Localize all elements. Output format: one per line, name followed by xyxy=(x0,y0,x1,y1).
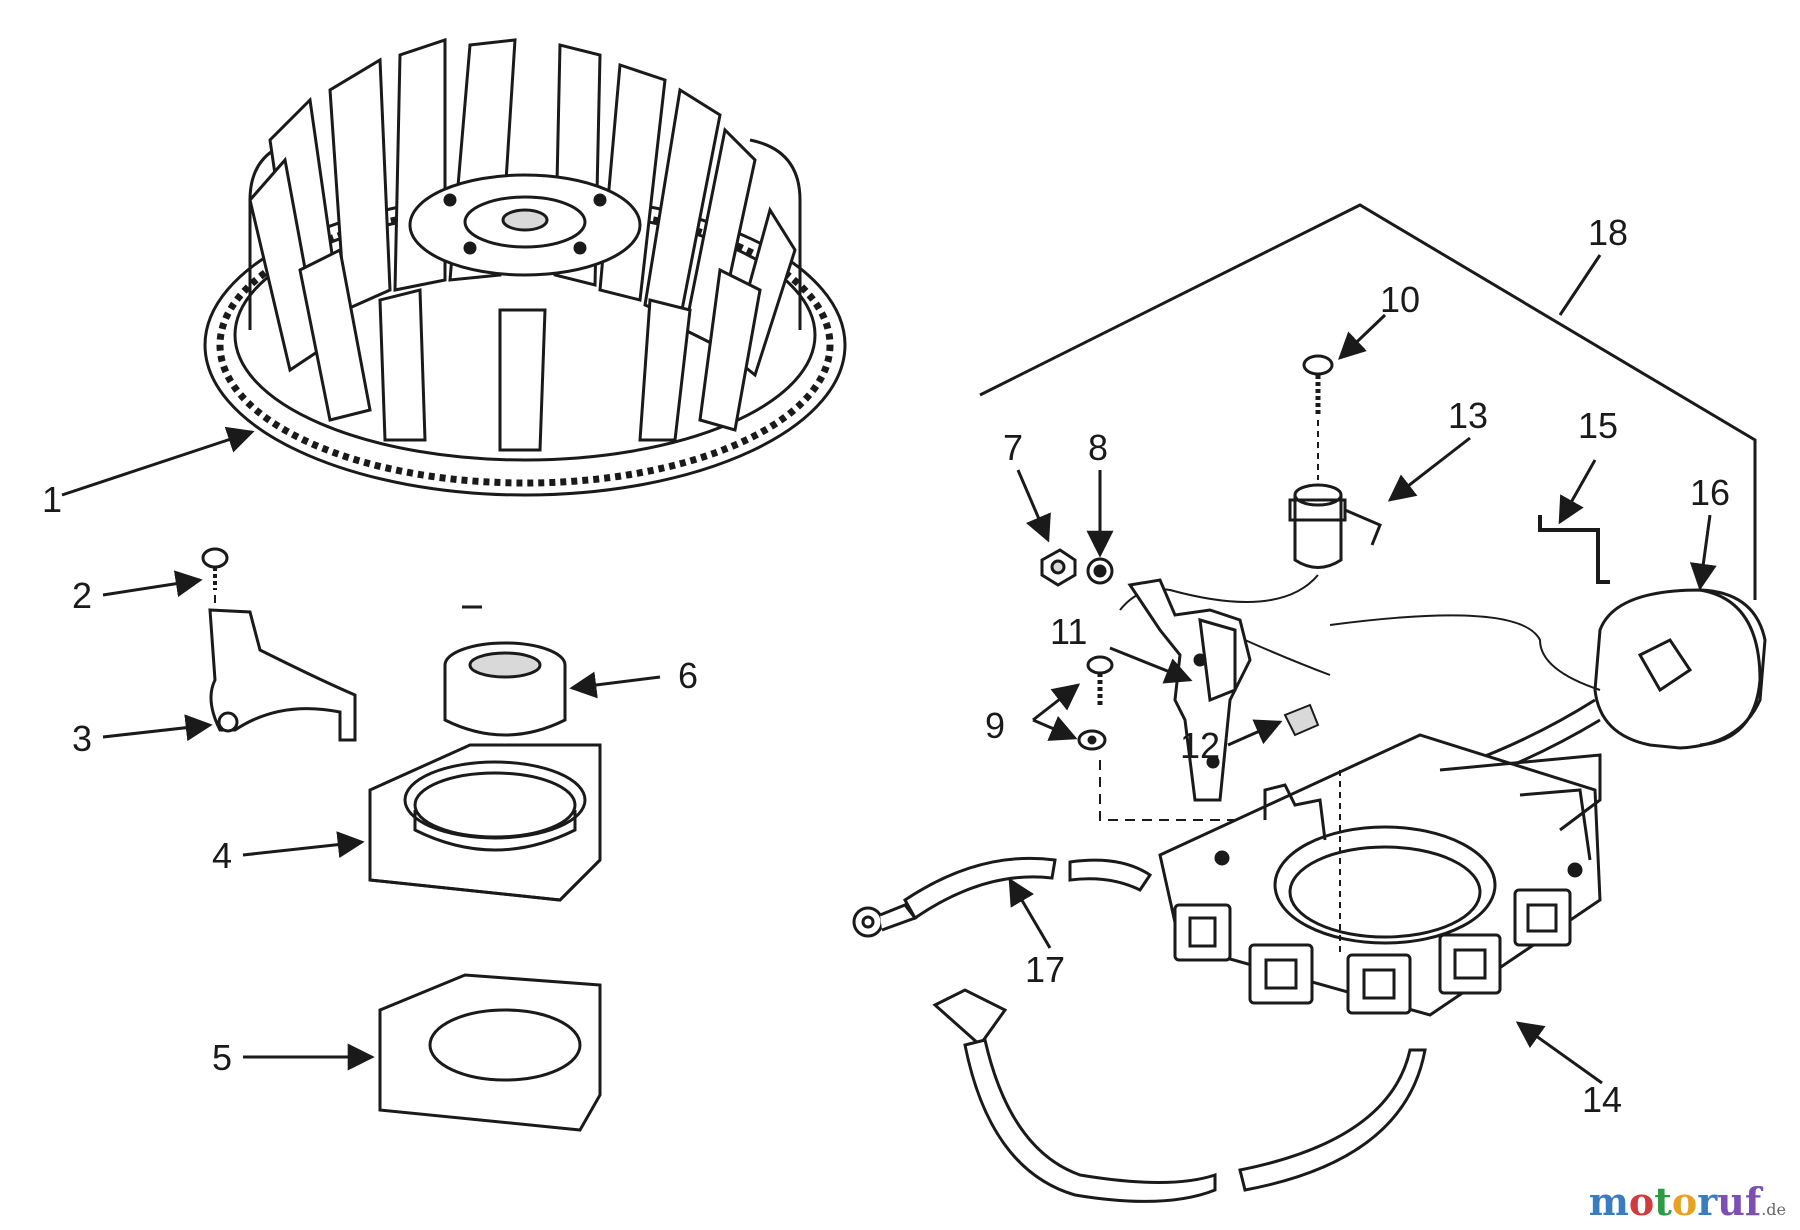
points-screw xyxy=(1077,655,1340,821)
callout-2: 2 xyxy=(72,575,92,616)
callout-1: 1 xyxy=(42,479,62,520)
callout-15: 15 xyxy=(1578,405,1618,446)
felt-wick xyxy=(1283,703,1320,737)
flywheel xyxy=(203,37,847,497)
gasket-plate xyxy=(378,973,602,1132)
bracket xyxy=(208,608,357,742)
callout-13: 13 xyxy=(1448,395,1488,436)
clip xyxy=(1538,515,1610,584)
callout-3: 3 xyxy=(72,718,92,759)
callout-labels: 1 2 3 4 5 6 7 8 9 10 11 12 13 14 15 16 1… xyxy=(42,212,1730,1120)
plate-with-ring xyxy=(368,743,602,902)
nut xyxy=(1040,548,1077,587)
callout-14: 14 xyxy=(1582,1079,1622,1120)
callout-18: 18 xyxy=(1588,212,1628,253)
callout-16: 16 xyxy=(1690,472,1730,513)
stator-plate xyxy=(1158,733,1602,1017)
ground-wire xyxy=(852,856,1153,938)
callout-7: 7 xyxy=(1003,427,1023,468)
callout-17: 17 xyxy=(1025,949,1065,990)
callout-4: 4 xyxy=(212,835,232,876)
washer xyxy=(1086,557,1114,585)
callout-11: 11 xyxy=(1050,611,1087,652)
group-bracket-line xyxy=(979,203,1757,600)
leader-arrows xyxy=(61,254,1717,1085)
condenser-screw xyxy=(1302,354,1334,480)
fan-blades xyxy=(248,37,797,452)
callout-9: 9 xyxy=(985,705,1005,746)
condenser xyxy=(1119,483,1382,611)
stator-harness xyxy=(932,988,1427,1203)
callout-12: 12 xyxy=(1180,725,1220,766)
callout-5: 5 xyxy=(212,1037,232,1078)
breaker-points xyxy=(1127,578,1331,802)
callout-8: 8 xyxy=(1088,427,1108,468)
callout-6: 6 xyxy=(678,655,698,696)
callout-10: 10 xyxy=(1380,279,1420,320)
sleeve xyxy=(443,605,567,737)
watermark-logo: motoruf.de xyxy=(1588,1179,1786,1224)
